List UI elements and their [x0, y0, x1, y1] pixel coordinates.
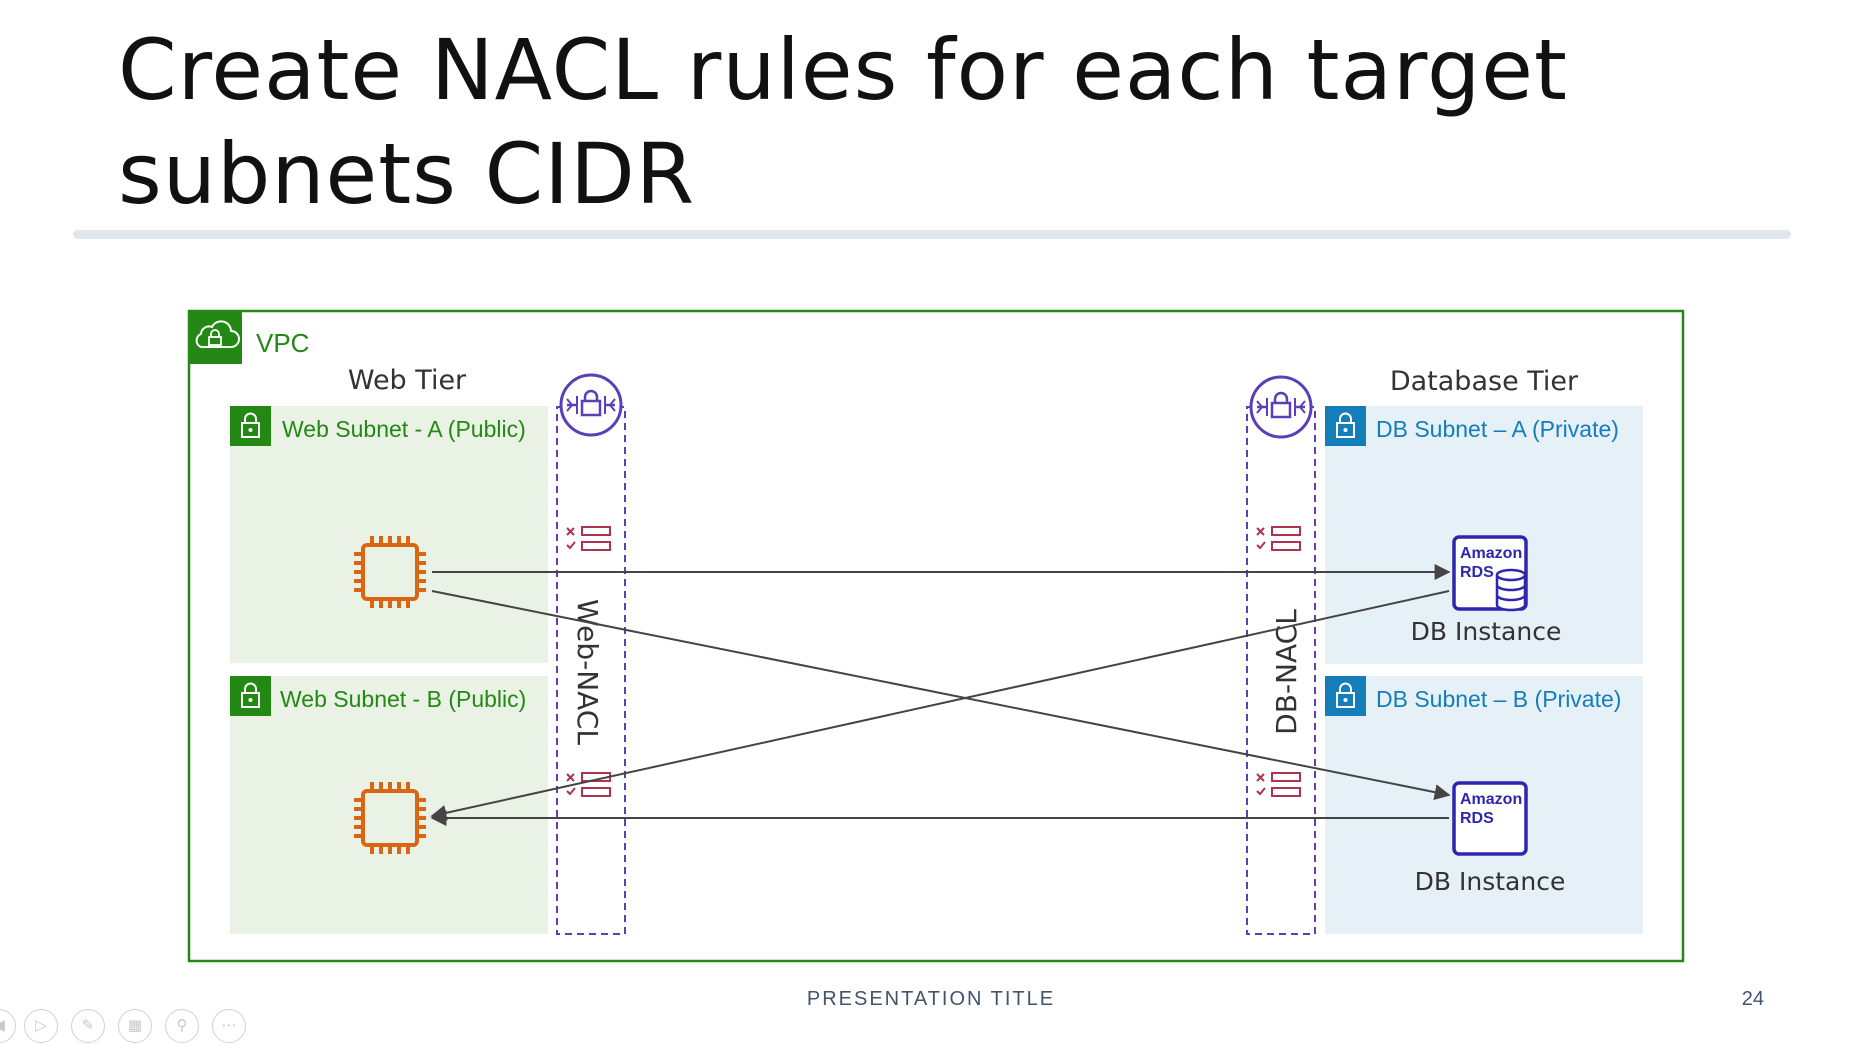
vpc-icon [189, 311, 242, 364]
private-subnet-lock-icon [1325, 676, 1366, 716]
zoom-icon[interactable]: ⚲ [165, 1009, 199, 1043]
web-nacl-label: Web-NACL [571, 599, 604, 745]
db-subnet-a-label: DB Subnet – A (Private) [1376, 416, 1619, 442]
connector-web-a-to-db-b [431, 590, 1451, 801]
amazon-rds-icon: Amazon RDS [1452, 781, 1528, 856]
svg-text:Amazon: Amazon [1460, 791, 1522, 808]
db-nacl-boundary [1246, 406, 1316, 935]
private-subnet-lock-icon [1325, 406, 1366, 446]
slides-icon[interactable]: ▦ [118, 1009, 152, 1043]
page-number: 24 [1741, 988, 1764, 1010]
web-subnet-a [230, 406, 548, 663]
db-instance-a-label: DB Instance [1411, 617, 1562, 646]
web-subnet-a-label: Web Subnet - A (Public) [282, 416, 526, 442]
connector-db-a-to-web-b [430, 590, 1450, 821]
svg-text:RDS: RDS [1460, 564, 1494, 581]
ec2-instance-icon [354, 782, 426, 854]
nacl-rules-icon [1256, 772, 1301, 797]
previous-icon[interactable]: ◀ [0, 1009, 16, 1043]
web-subnet-b [230, 676, 548, 934]
web-tier-label: Web Tier [348, 365, 467, 396]
traffic-connectors [430, 564, 1451, 826]
svg-text:RDS: RDS [1460, 810, 1494, 827]
nacl-rules-icon [1256, 526, 1301, 551]
db-subnet-b-label: DB Subnet – B (Private) [1376, 686, 1621, 712]
ec2-instance-icon [354, 536, 426, 608]
slide-title: Create NACL rules for each target subnet… [118, 21, 1568, 223]
nacl-icon [1249, 375, 1313, 439]
title-divider [73, 230, 1791, 239]
nacl-icon [559, 373, 623, 437]
slideshow-toolbar: ◀ ▷ ✎ ▦ ⚲ ⋯ [0, 1005, 260, 1045]
presentation-title: PRESENTATION TITLE [806, 988, 1056, 1010]
amazon-rds-icon: Amazon RDS [1452, 535, 1528, 612]
public-subnet-lock-icon [230, 406, 271, 446]
database-tier-label: Database Tier [1390, 366, 1579, 397]
web-subnet-b-label: Web Subnet - B (Public) [280, 686, 526, 712]
db-instance-b-label: DB Instance [1415, 867, 1566, 896]
database-icon [1495, 568, 1527, 612]
vpc-label: VPC [256, 328, 309, 358]
db-subnet-a [1325, 406, 1643, 664]
public-subnet-lock-icon [230, 676, 271, 716]
web-nacl-boundary [556, 406, 626, 935]
pen-icon[interactable]: ✎ [71, 1009, 105, 1043]
more-icon[interactable]: ⋯ [212, 1009, 246, 1043]
play-icon[interactable]: ▷ [24, 1009, 58, 1043]
nacl-rules-icon [566, 526, 611, 551]
svg-text:Amazon: Amazon [1460, 545, 1522, 562]
